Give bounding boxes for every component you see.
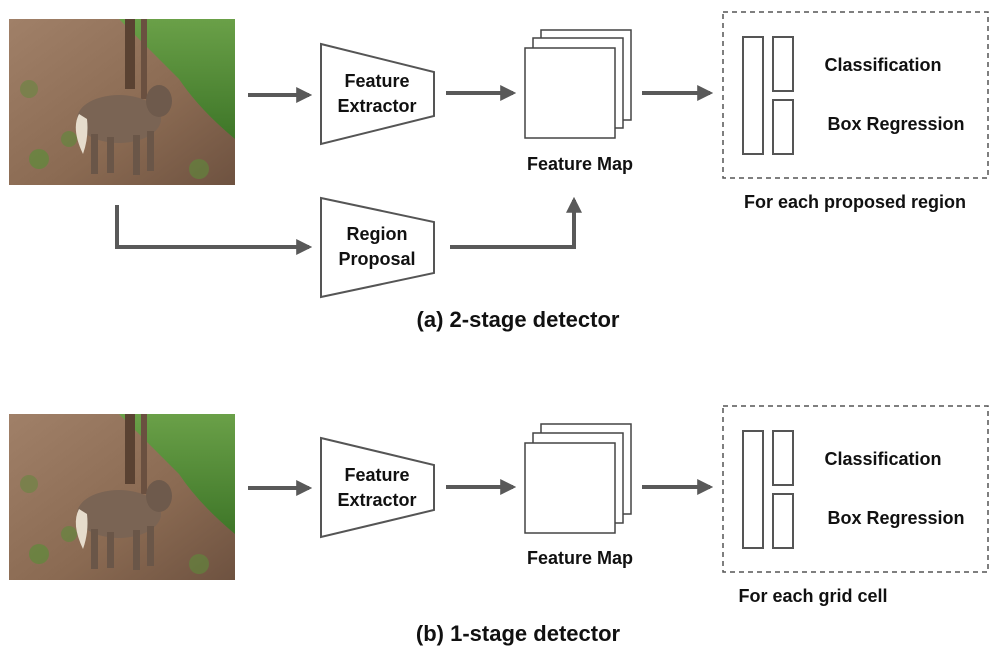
classification-label-b: Classification — [824, 449, 941, 469]
head-bar-tall-b — [742, 430, 764, 549]
feature-extractor-b-label-line2: Extractor — [337, 490, 416, 510]
head-box-a — [722, 11, 989, 179]
feature-map-a — [524, 29, 632, 139]
arrow-image-to-region-proposal — [115, 205, 313, 255]
box-regression-label-a: Box Regression — [827, 114, 964, 134]
feature-extractor-a — [320, 42, 435, 146]
feature-extractor-a-label-line1: Feature — [344, 71, 409, 91]
head-bar-cls-b — [772, 430, 794, 486]
head-box-b — [722, 405, 989, 573]
caption-b: (b) 1-stage detector — [416, 621, 621, 646]
head-bar-reg-b — [772, 493, 794, 549]
feature-extractor-b-label-line1: Feature — [344, 465, 409, 485]
feature-extractor-b — [320, 436, 435, 539]
feature-map-b — [524, 423, 632, 534]
box-regression-label-b: Box Regression — [827, 508, 964, 528]
feature-extractor-a-label-line2: Extractor — [337, 96, 416, 116]
feature-map-b-label: Feature Map — [527, 548, 633, 568]
head-bar-cls-a — [772, 36, 794, 92]
head-scope-label-a: For each proposed region — [744, 192, 966, 212]
input-image-b — [9, 414, 235, 580]
input-image-a — [9, 19, 235, 185]
head-scope-label-b: For each grid cell — [738, 586, 887, 606]
region-proposal-label-line2: Proposal — [338, 249, 415, 269]
arrow-region-proposal-to-map — [450, 196, 582, 249]
region-proposal — [320, 196, 435, 299]
head-bar-reg-a — [772, 99, 794, 155]
classification-label-a: Classification — [824, 55, 941, 75]
feature-map-a-label: Feature Map — [527, 154, 633, 174]
region-proposal-label-line1: Region — [347, 224, 408, 244]
head-bar-tall-a — [742, 36, 764, 155]
caption-a: (a) 2-stage detector — [417, 307, 620, 332]
